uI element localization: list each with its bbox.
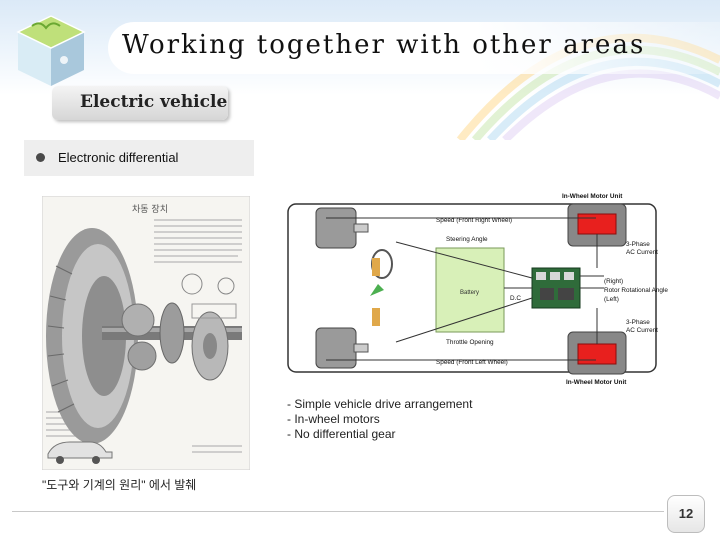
- source-caption: "도구와 기계의 원리" 에서 발췌: [42, 478, 197, 492]
- label-rotor-1: (Right): [604, 278, 623, 285]
- motor-unit-left: [577, 343, 617, 365]
- feature-list: - Simple vehicle drive arrangement - In-…: [287, 397, 472, 442]
- label-speed-fl: Speed (Front Left Wheel): [436, 359, 508, 366]
- label-throttle: Throttle Opening: [446, 339, 494, 346]
- footer-divider: [12, 511, 664, 512]
- label-rotor-2: Rotor Rotational Angle: [604, 287, 668, 294]
- label-rotor-3: (Left): [604, 296, 619, 303]
- title-bar: [108, 22, 720, 74]
- motor-unit-right: [577, 213, 617, 235]
- section-pill: Electric vehicle: [52, 86, 228, 120]
- in-wheel-motor-diagram: Battery In-Wheel Motor Unit Speed (Front…: [287, 193, 668, 386]
- label-unit-bottom: In-Wheel Motor Unit: [566, 379, 627, 386]
- section-label: Electric vehicle: [80, 92, 228, 112]
- label-ac-bot-1: 3-Phase: [626, 319, 650, 326]
- label-unit-top: In-Wheel Motor Unit: [562, 193, 623, 200]
- slide-title: Working together with other areas: [122, 30, 646, 60]
- label-ac-top-2: AC Current: [626, 249, 658, 256]
- bullet-text: Electronic differential: [58, 150, 179, 165]
- label-ac-bot-2: AC Current: [626, 327, 658, 334]
- photo-panel-title: 차동 장치: [132, 203, 168, 215]
- list-item: - Simple vehicle drive arrangement: [287, 397, 473, 411]
- label-battery: Battery: [460, 290, 479, 296]
- label-dc: D.C: [510, 295, 521, 302]
- differential-illustration: 차동 장치: [42, 196, 250, 470]
- bullet-box: Electronic differential: [24, 140, 254, 176]
- label-ac-top-1: 3-Phase: [626, 241, 650, 248]
- bullet-icon: [36, 153, 45, 162]
- cube-logo-icon: [16, 15, 86, 86]
- list-item: - No differential gear: [287, 427, 396, 441]
- page-number: 12: [667, 495, 705, 533]
- label-steering: Steering Angle: [446, 236, 488, 243]
- list-item: - In-wheel motors: [287, 412, 380, 426]
- label-speed-fr: Speed (Front Right Wheel): [436, 217, 512, 224]
